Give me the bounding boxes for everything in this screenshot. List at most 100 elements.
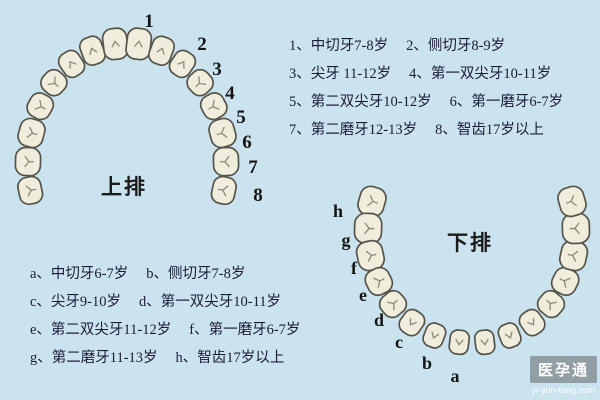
legend-item: 5、第二双尖牙10-12岁 [289, 93, 432, 110]
watermark-logo: 医孕通 [529, 356, 597, 383]
tooth [199, 92, 228, 121]
tooth [208, 117, 237, 149]
tooth-fissure-mark [25, 185, 37, 197]
tooth-shape [210, 175, 237, 206]
legend-item: 2、侧切牙8-9岁 [406, 37, 506, 54]
legend-line: 1、中切牙7-8岁 2、侧切牙8-9岁 [289, 30, 563, 58]
watermark: 医孕通 yi-yun-tong.com [529, 356, 597, 395]
tooth-fissure-mark [569, 222, 580, 234]
tooth-fissure-mark [455, 338, 464, 346]
tooth [168, 49, 197, 79]
upper-teeth-legend: 1、中切牙7-8岁 2、侧切牙8-9岁 3、尖牙 11-12岁 4、第一双尖牙1… [289, 30, 563, 142]
tooth-shape [57, 49, 86, 79]
legend-item: 7、第二磨牙12-13岁 [289, 121, 418, 138]
tooth-shape [17, 175, 44, 206]
tooth-order-label: a [451, 366, 460, 386]
tooth-shape [212, 146, 240, 177]
tooth-fissure-mark [504, 331, 513, 339]
tooth-fissure-mark [566, 195, 577, 207]
lower-arch-label: 下排 [447, 231, 493, 255]
tooth [355, 239, 386, 272]
tooth-shape [536, 289, 566, 319]
tooth-fissure-mark [365, 250, 377, 262]
tooth-shape [26, 92, 55, 121]
tooth-fissure-mark [111, 40, 120, 48]
tooth-fissure-mark [89, 47, 98, 55]
tooth-shape [364, 266, 394, 297]
dental-arch [353, 185, 591, 356]
tooth-fissure-mark [480, 338, 489, 346]
tooth-order-label: b [422, 353, 432, 373]
tooth [497, 322, 522, 349]
legend-line: c、尖牙9-10岁 d、第一双尖牙10-11岁 [30, 286, 300, 314]
tooth-fissure-mark [219, 155, 230, 168]
tooth [210, 175, 237, 206]
tooth-fissure-mark [373, 277, 385, 288]
tooth-order-label: f [351, 258, 358, 278]
tooth-shape [497, 322, 522, 349]
tooth [147, 35, 176, 66]
tooth-shape [17, 117, 46, 149]
tooth-order-label: c [395, 332, 403, 352]
tooth-shape [40, 68, 68, 97]
legend-item: 8、智齿17岁以上 [435, 121, 544, 138]
tooth-order-label: 1 [144, 11, 154, 32]
tooth-shape [147, 35, 176, 66]
tooth [518, 308, 546, 337]
tooth [101, 27, 129, 61]
tooth-order-label: e [359, 285, 367, 305]
legend-item: 3、尖牙 11-12岁 [289, 65, 392, 82]
tooth-fissure-mark [69, 60, 77, 69]
tooth-shape [353, 212, 383, 245]
legend-line: 3、尖牙 11-12岁 4、第一双尖牙10-11岁 [289, 58, 563, 86]
tooth-fissure-mark [177, 60, 185, 69]
tooth-fissure-mark [208, 99, 220, 110]
upper-arch-label: 上排 [101, 175, 147, 199]
legend-item: e、第二双尖牙11-12岁 [30, 321, 172, 338]
tooth-shape [473, 329, 496, 356]
tooth-shape [208, 117, 237, 149]
tooth-order-label: g [342, 230, 351, 250]
tooth-fissure-mark [26, 126, 38, 138]
tooth [364, 266, 394, 297]
legend-line: g、第二磨牙11-13岁 h、智齿17岁以上 [30, 342, 300, 370]
tooth [473, 329, 496, 356]
tooth [353, 212, 383, 245]
tooth-shape [448, 329, 471, 356]
dental-arch [14, 27, 240, 206]
tooth [561, 212, 591, 245]
tooth-fissure-mark [567, 250, 579, 262]
tooth-fissure-mark [134, 40, 143, 48]
lower-teeth-legend: a、中切牙6-7岁 b、侧切牙7-8岁 c、尖牙9-10岁 d、第一双尖牙10-… [30, 258, 300, 370]
tooth-fissure-mark [546, 299, 558, 311]
tooth-shape [378, 289, 408, 319]
tooth [212, 146, 240, 177]
tooth [398, 308, 426, 337]
tooth [422, 322, 447, 349]
tooth-fissure-mark [34, 99, 46, 110]
legend-line: 5、第二双尖牙10-12岁 6、第一磨牙6-7岁 [289, 86, 563, 114]
tooth [557, 185, 587, 218]
tooth-order-label: 6 [242, 132, 252, 153]
legend-item: c、尖牙9-10岁 [30, 293, 122, 310]
tooth [26, 92, 55, 121]
legend-item: 1、中切牙7-8岁 [289, 37, 389, 54]
tooth-order-label: 7 [248, 157, 258, 178]
tooth-shape [561, 212, 591, 245]
tooth-order-label: 4 [225, 83, 235, 104]
legend-item: f、第一磨牙6-7岁 [189, 321, 301, 338]
tooth-shape [518, 308, 546, 337]
tooth-fissure-mark [559, 277, 571, 288]
tooth-fissure-mark [409, 317, 417, 326]
tooth-order-label: 5 [236, 107, 246, 128]
tooth [448, 329, 471, 356]
tooth-shape [125, 27, 153, 61]
tooth [536, 289, 566, 319]
tooth-shape [14, 146, 42, 177]
tooth-fissure-mark [47, 76, 59, 88]
tooth-fissure-mark [527, 317, 535, 326]
legend-line: 7、第二磨牙12-13岁 8、智齿17岁以上 [289, 114, 563, 142]
tooth-shape [168, 49, 197, 79]
legend-item: 4、第一双尖牙10-11岁 [409, 65, 552, 82]
